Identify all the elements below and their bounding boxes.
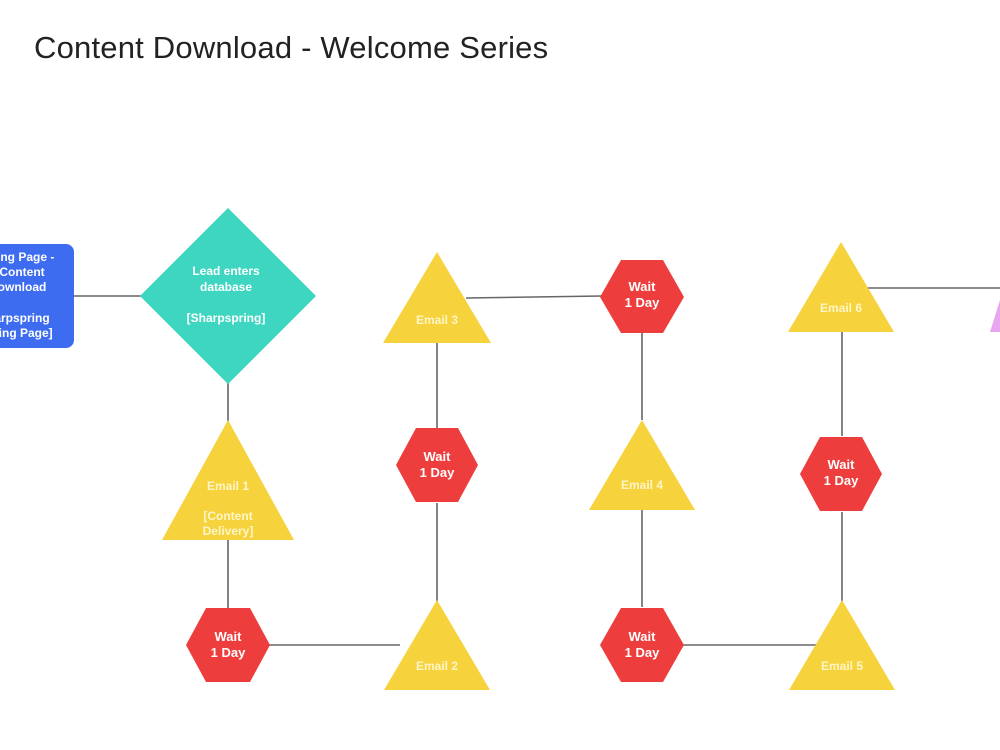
email-4-node[interactable]: Email 4 [589,420,695,510]
wait-hexagon-shape [800,437,882,511]
wait-1-node[interactable]: Wait 1 Day [186,608,270,682]
wait4-label-line1: Wait [629,629,657,644]
wait-3-node[interactable]: Wait 1 Day [600,260,684,333]
wait5-label-line1: Wait [828,457,856,472]
wait2-label-line2: 1 Day [420,465,455,480]
wait5-label-line2: 1 Day [824,473,859,488]
email1-label-line2: [Content [203,509,252,523]
email1-label-line3: Delivery] [203,524,254,538]
email6-label-line1: Email 6 [820,301,862,315]
email-3-node[interactable]: Email 3 [383,252,491,343]
email-6-node[interactable]: Email 6 [788,242,894,332]
email5-label-line1: Email 5 [821,659,863,673]
connector-email3-wait3 [465,295,603,299]
email2-label-line1: Email 2 [416,659,458,673]
wait-2-node[interactable]: Wait 1 Day [396,428,478,502]
wait-hexagon-shape [600,608,684,682]
wait1-label-line2: 1 Day [211,645,246,660]
wait-5-node[interactable]: Wait 1 Day [800,437,882,511]
lead-label-line2: database [200,280,252,294]
decision-diamond-shape [140,208,316,384]
email-triangle-shape [384,600,490,690]
email-triangle-shape [789,600,895,690]
landing-label-line1: ding Page - [0,250,54,264]
lead-enters-database-node[interactable]: Lead enters database [Sharpspring] [140,208,316,384]
wait4-label-line2: 1 Day [625,645,660,660]
wait-hexagon-shape [600,260,684,333]
wait2-label-line1: Wait [424,449,452,464]
wait3-label-line2: 1 Day [625,295,660,310]
landing-label-line4: arpspring [0,311,50,325]
email1-label-line1: Email 1 [207,479,249,493]
wait3-label-line1: Wait [629,279,657,294]
email-1-node[interactable]: Email 1 [Content Delivery] [162,420,294,540]
email3-label-line1: Email 3 [416,313,458,327]
lead-label-line1: Lead enters [192,264,260,278]
wait-hexagon-shape [186,608,270,682]
landing-page-node[interactable]: ding Page - Content ownload arpspring di… [0,244,74,348]
end-node-partial-shape [990,300,1000,332]
connectors [74,287,1000,646]
wait-4-node[interactable]: Wait 1 Day [600,608,684,682]
email-triangle-shape [383,252,491,343]
landing-label-line3: ownload [0,280,46,294]
email-2-node[interactable]: Email 2 [384,600,490,690]
landing-label-line5: ding Page] [0,326,53,340]
wait1-label-line1: Wait [215,629,243,644]
landing-page-shape [0,244,74,348]
email-triangle-shape [162,420,294,540]
landing-label-line2: Content [0,265,45,279]
page-title: Content Download - Welcome Series [34,30,549,65]
email4-label-line1: Email 4 [621,478,663,492]
email-5-node[interactable]: Email 5 [789,600,895,690]
lead-label-line3: [Sharpspring] [187,311,266,325]
email-triangle-shape [788,242,894,332]
email-triangle-shape [589,420,695,510]
wait-hexagon-shape [396,428,478,502]
